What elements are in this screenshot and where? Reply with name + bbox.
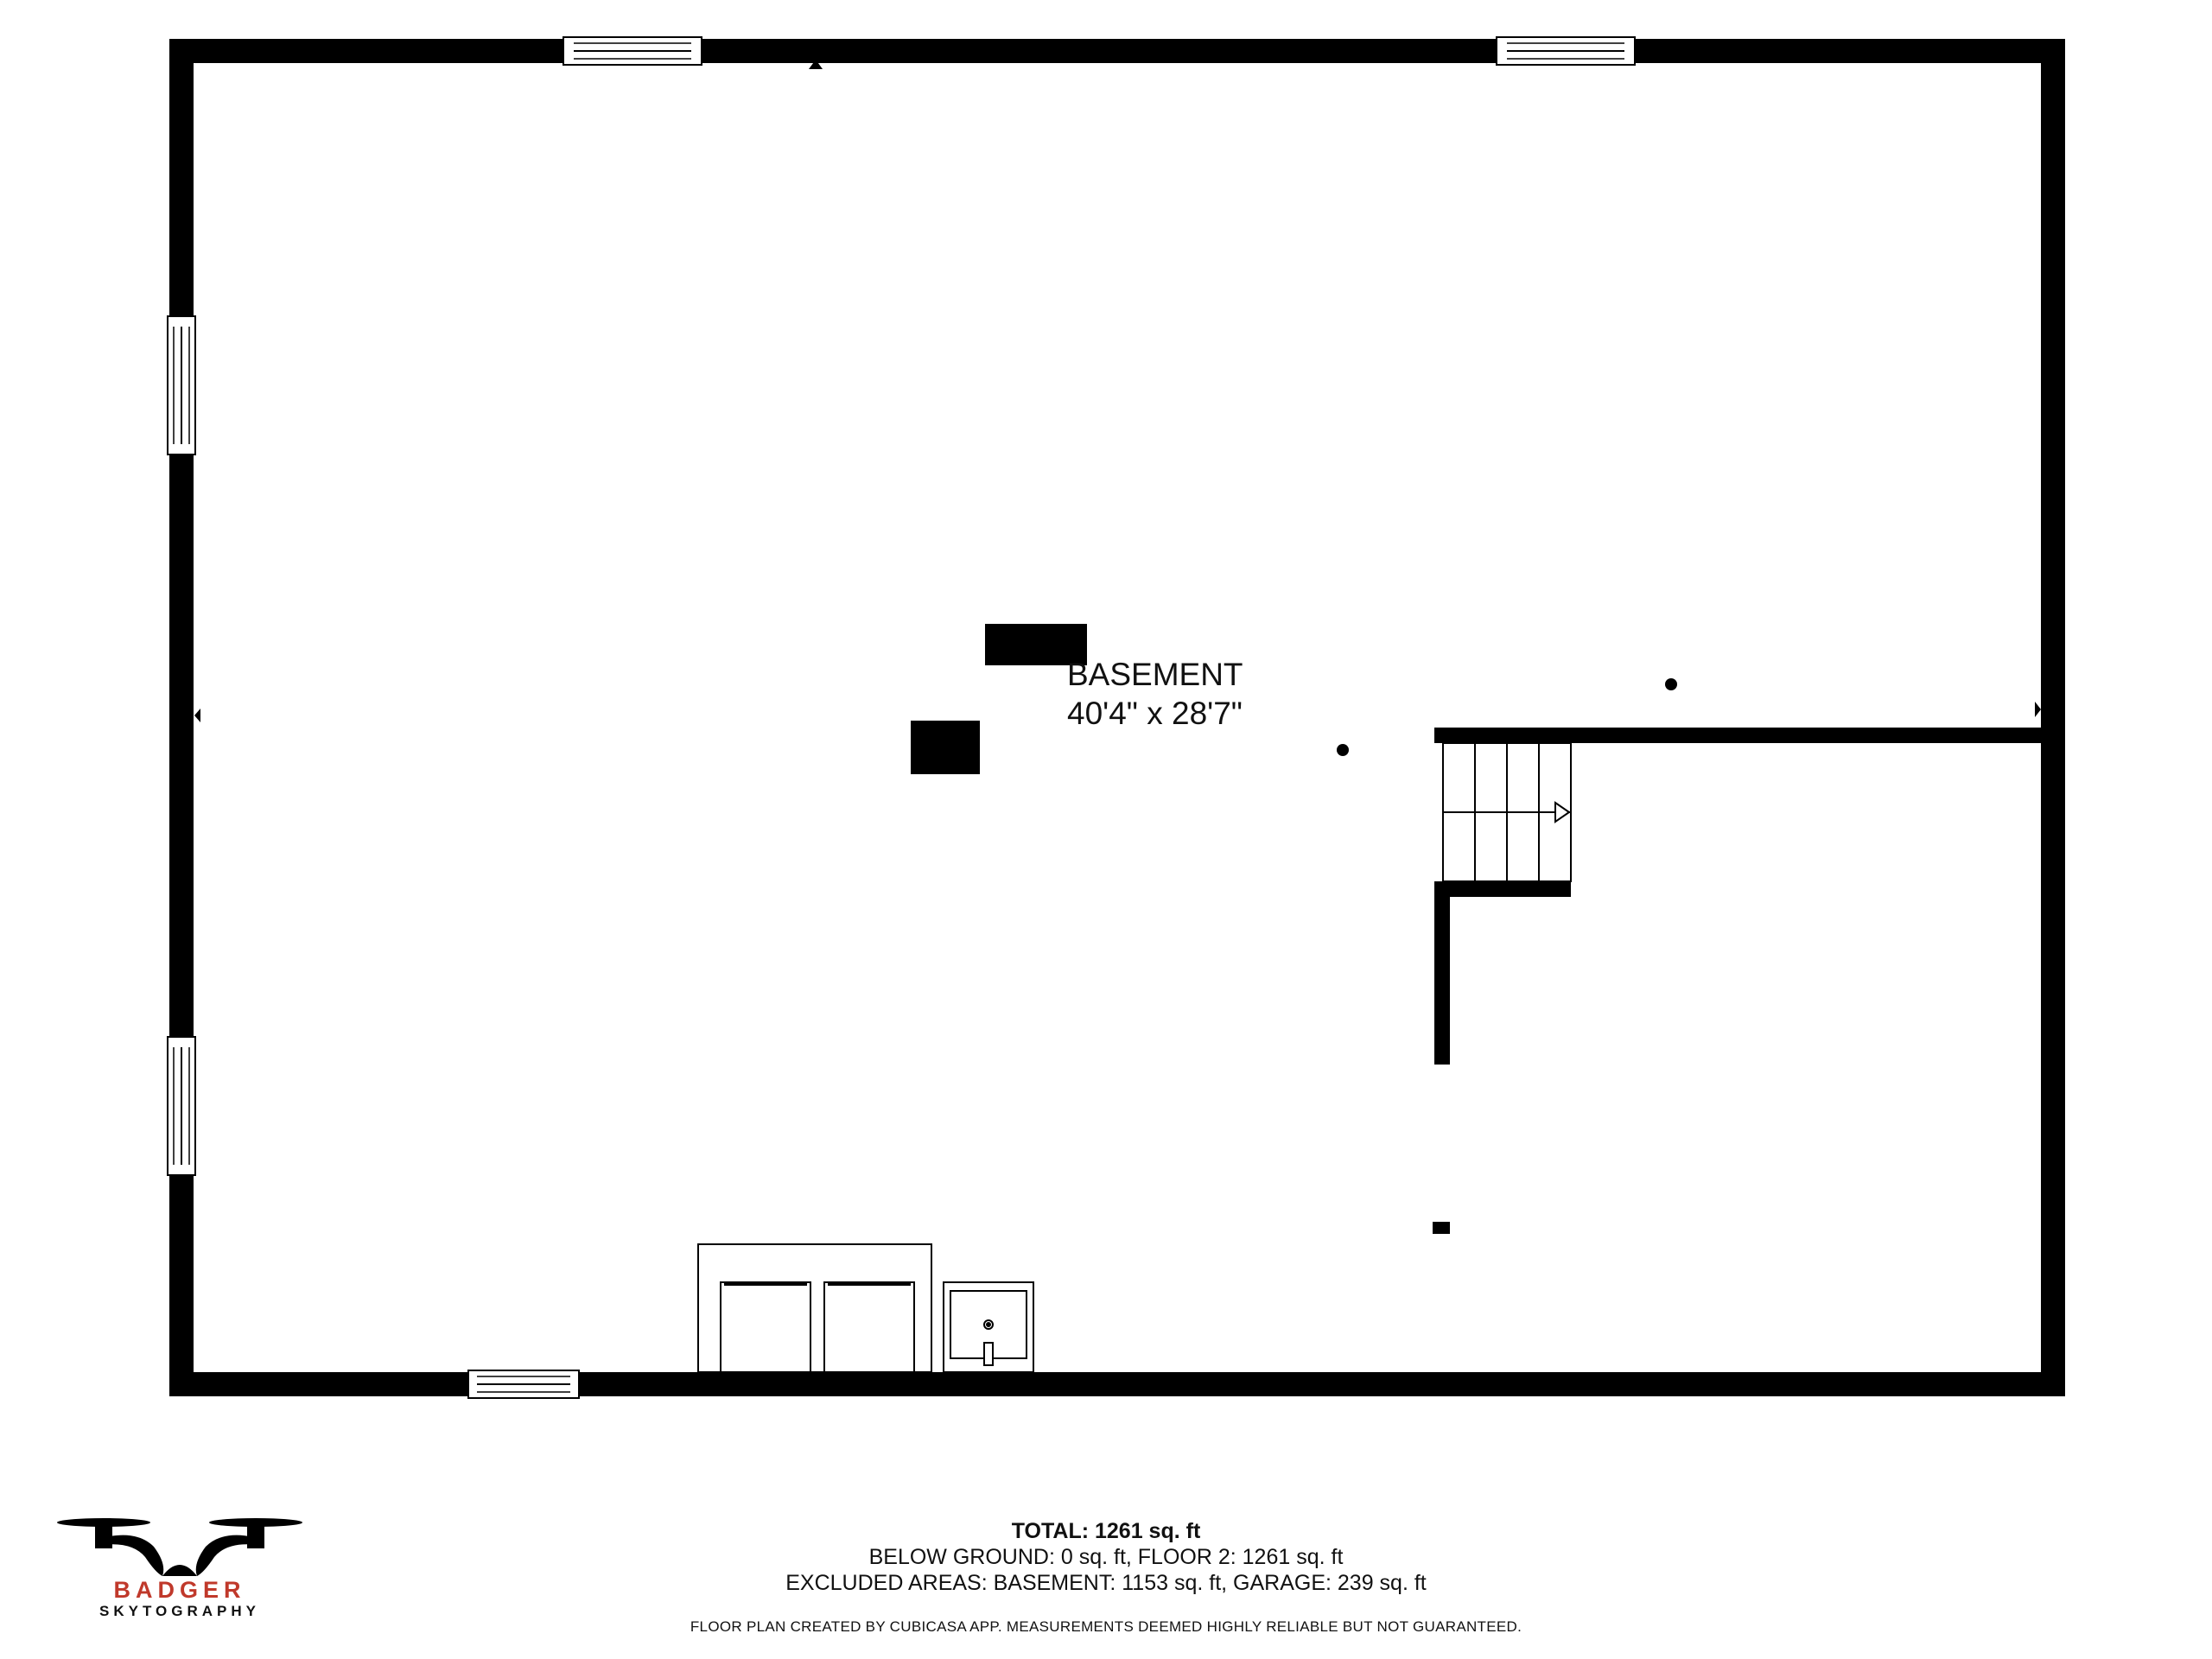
room-label: BASEMENT 40'4" x 28'7"	[1067, 655, 1243, 733]
window-left-1	[167, 315, 196, 455]
marker-left	[194, 709, 200, 722]
area-excluded: EXCLUDED AREAS: BASEMENT: 1153 sq. ft, G…	[785, 1571, 1427, 1595]
wall-interior-horizontal	[1434, 728, 2055, 743]
post-3	[1433, 1222, 1450, 1234]
stairs	[1442, 742, 1572, 882]
wall-left	[169, 39, 194, 1396]
drone-logo-icon	[57, 1518, 302, 1576]
wall-top	[169, 39, 2065, 63]
marker-right	[2035, 702, 2041, 717]
post-2	[1665, 678, 1677, 690]
logo-subtitle: SKYTOGRAPHY	[99, 1603, 260, 1619]
fixture-furnace	[985, 624, 1087, 665]
area-total: TOTAL: 1261 sq. ft	[1011, 1519, 1201, 1543]
dryer	[823, 1281, 915, 1373]
room-dimensions: 40'4" x 28'7"	[1067, 696, 1243, 731]
logo-brand: BADGER	[113, 1577, 246, 1603]
window-top-2	[1496, 36, 1636, 66]
post-1	[1337, 744, 1349, 756]
window-top-1	[563, 36, 702, 66]
interior-walls	[1434, 728, 2055, 1065]
washer	[720, 1281, 811, 1373]
fixture-water-heater	[911, 721, 980, 774]
wall-interior-vertical	[1434, 881, 1450, 1065]
disclaimer: FLOOR PLAN CREATED BY CUBICASA APP. MEAS…	[690, 1618, 1522, 1635]
window-left-2	[167, 1036, 196, 1176]
wall-right	[2041, 39, 2065, 1396]
room-name: BASEMENT	[1067, 657, 1243, 692]
stair-direction-arrow-icon	[1554, 801, 1571, 823]
wall-stair-bottom	[1434, 881, 1571, 897]
laundry-area	[697, 1243, 932, 1373]
wall-stub	[1434, 728, 1441, 741]
area-below-ground: BELOW GROUND: 0 sq. ft, FLOOR 2: 1261 sq…	[868, 1545, 1344, 1569]
utility-sink	[943, 1281, 1034, 1373]
marker-top	[809, 60, 823, 69]
wall-bottom	[169, 1372, 2065, 1396]
window-bottom	[467, 1370, 580, 1399]
